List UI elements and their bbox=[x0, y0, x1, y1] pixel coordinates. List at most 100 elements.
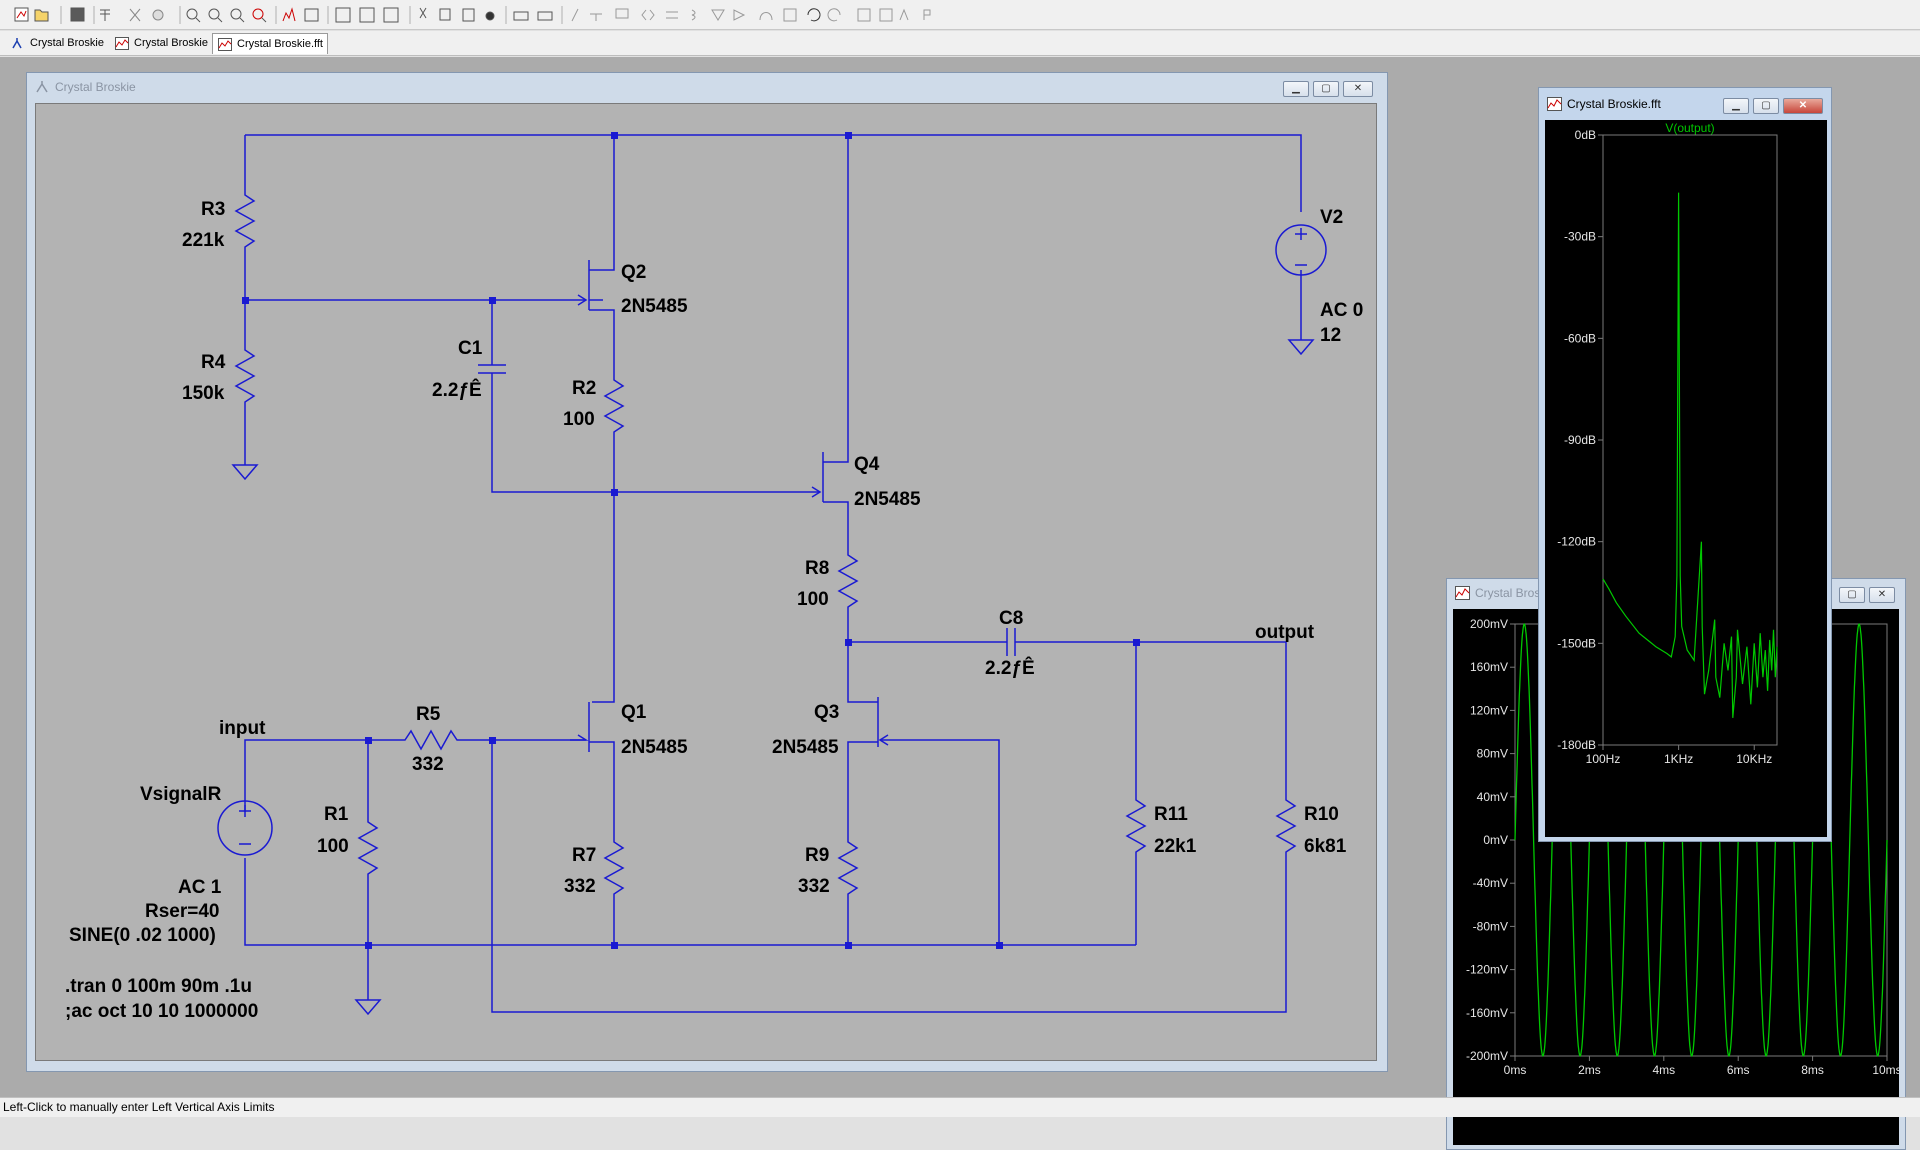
wire-icon[interactable] bbox=[571, 8, 579, 22]
tab-schematic[interactable]: Crystal Broskie bbox=[6, 33, 106, 54]
cut-icon[interactable] bbox=[419, 7, 427, 19]
c1-value: 2.2ƒÊ bbox=[432, 379, 482, 401]
x-tick-label: 4ms bbox=[1652, 1063, 1675, 1077]
text-icon[interactable] bbox=[899, 8, 909, 21]
ground-icon[interactable] bbox=[590, 13, 602, 21]
v2-source[interactable] bbox=[1275, 224, 1327, 276]
close-button[interactable]: ✕ bbox=[1869, 587, 1895, 603]
v2-ac: AC 0 bbox=[1320, 300, 1363, 321]
cascade-icon[interactable] bbox=[359, 7, 375, 23]
fft-trace bbox=[1602, 192, 1778, 718]
y-tick-label: 80mV bbox=[1477, 747, 1508, 761]
v2-dc: 12 bbox=[1320, 325, 1341, 346]
y-tick-label: 40mV bbox=[1477, 790, 1508, 804]
waveform-icon bbox=[115, 37, 129, 50]
x-tick-label: 10KHz bbox=[1736, 752, 1772, 766]
q3-label: Q3 bbox=[814, 702, 839, 723]
schematic-canvas[interactable]: R3 221k R4 150k Q2 2N5485 C1 2.2ƒÊ R2 10… bbox=[35, 103, 1377, 1061]
spice-directive-icon[interactable] bbox=[923, 9, 931, 20]
r11-value: 22k1 bbox=[1154, 836, 1197, 857]
c1-label: C1 bbox=[458, 338, 483, 359]
copy-icon[interactable] bbox=[439, 8, 451, 21]
print-icon[interactable] bbox=[513, 11, 529, 21]
y-tick-label: -200mV bbox=[1466, 1049, 1508, 1063]
new-schematic-icon[interactable] bbox=[14, 7, 29, 22]
waveform-chart: 200mV160mV120mV80mV40mV0mV-40mV-80mV-120… bbox=[1466, 617, 1902, 1077]
vsignal-rser: Rser=40 bbox=[145, 901, 219, 922]
maximize-button[interactable]: ▢ bbox=[1839, 587, 1865, 603]
q4-value: 2N5485 bbox=[854, 489, 921, 510]
paste-icon[interactable] bbox=[462, 8, 475, 22]
status-text: Left-Click to manually enter Left Vertic… bbox=[3, 1100, 275, 1114]
component-icon[interactable] bbox=[733, 9, 746, 21]
status-bar: Left-Click to manually enter Left Vertic… bbox=[0, 1097, 1920, 1117]
document-tabs: Crystal Broskie Crystal Broskie Crystal … bbox=[0, 31, 1920, 56]
y-tick-label: 120mV bbox=[1470, 703, 1508, 717]
halt-icon[interactable] bbox=[152, 9, 164, 21]
fft-window[interactable]: Crystal Broskie.fft ▁ ▢ ✕ V(output)0dB-3… bbox=[1538, 87, 1832, 842]
vsignal-sine: SINE(0 .02 1000) bbox=[69, 925, 216, 946]
redo-icon[interactable] bbox=[827, 8, 841, 22]
y-tick-label: -90dB bbox=[1564, 433, 1596, 447]
q2-label: Q2 bbox=[621, 262, 646, 283]
window-title-text: Crystal Broskie bbox=[55, 80, 136, 94]
move-icon[interactable] bbox=[759, 12, 773, 21]
find-icon[interactable] bbox=[485, 11, 495, 21]
input-net-label: input bbox=[219, 718, 266, 739]
waveform-icon bbox=[1455, 586, 1470, 600]
label-icon[interactable] bbox=[615, 8, 629, 19]
control-panel-icon[interactable] bbox=[100, 9, 110, 21]
tab-fft[interactable]: Crystal Broskie.fft bbox=[212, 33, 328, 54]
fft-chart: V(output)0dB-30dB-60dB-90dB-120dB-150dB-… bbox=[1557, 121, 1778, 766]
x-tick-label: 1KHz bbox=[1664, 752, 1693, 766]
window-title: Crystal Broskie bbox=[35, 73, 136, 101]
diode-icon[interactable] bbox=[711, 9, 725, 21]
r10-label: R10 bbox=[1304, 804, 1339, 825]
print-setup-icon[interactable] bbox=[537, 11, 553, 21]
inductor-icon[interactable] bbox=[691, 9, 696, 21]
fft-plot[interactable]: V(output)0dB-30dB-60dB-90dB-120dB-150dB-… bbox=[1545, 120, 1827, 837]
maximize-button[interactable]: ▢ bbox=[1313, 81, 1339, 97]
q2-value: 2N5485 bbox=[621, 296, 688, 317]
mirror-icon[interactable] bbox=[879, 8, 893, 22]
rotate-icon[interactable] bbox=[857, 8, 871, 22]
y-tick-label: -160mV bbox=[1466, 1006, 1508, 1020]
r4-value: 150k bbox=[182, 383, 225, 404]
x-tick-label: 8ms bbox=[1801, 1063, 1824, 1077]
autorange-icon[interactable] bbox=[282, 7, 296, 22]
save-icon[interactable] bbox=[70, 7, 85, 22]
run-icon[interactable] bbox=[129, 8, 141, 22]
capacitor-icon[interactable] bbox=[666, 11, 678, 19]
minimize-button[interactable]: ▁ bbox=[1283, 81, 1309, 97]
y-tick-label: -80mV bbox=[1473, 919, 1508, 933]
r3-label: R3 bbox=[201, 199, 225, 220]
minimize-button[interactable]: ▁ bbox=[1723, 98, 1749, 114]
undo-icon[interactable] bbox=[807, 8, 821, 22]
open-icon[interactable] bbox=[34, 9, 49, 22]
r8-label: R8 bbox=[805, 558, 829, 579]
zoom-cancel-icon[interactable] bbox=[252, 8, 264, 20]
close-button[interactable]: ✕ bbox=[1783, 98, 1823, 114]
ac-directive[interactable]: ;ac oct 10 10 1000000 bbox=[65, 1001, 258, 1022]
zoom-fit-icon[interactable] bbox=[208, 8, 220, 20]
y-tick-label: -180dB bbox=[1557, 738, 1596, 752]
tab-waveform[interactable]: Crystal Broskie bbox=[110, 33, 210, 54]
maximize-button[interactable]: ▢ bbox=[1753, 98, 1779, 114]
zoom-in-icon[interactable] bbox=[186, 8, 198, 20]
drag-icon[interactable] bbox=[783, 8, 797, 22]
tile-horizontal-icon[interactable] bbox=[335, 7, 351, 23]
x-tick-label: 100Hz bbox=[1586, 752, 1621, 766]
tran-directive[interactable]: .tran 0 100m 90m .1u bbox=[65, 976, 252, 997]
vsignal-source[interactable] bbox=[217, 800, 273, 856]
schematic-window[interactable]: Crystal Broskie ▁ ▢ ✕ bbox=[26, 72, 1388, 1072]
r1-value: 100 bbox=[317, 836, 349, 857]
tile-vertical-icon[interactable] bbox=[383, 7, 399, 23]
resistor-icon[interactable] bbox=[641, 9, 655, 21]
y-tick-label: 0dB bbox=[1575, 128, 1596, 142]
x-tick-label: 6ms bbox=[1727, 1063, 1750, 1077]
grid-icon[interactable] bbox=[304, 8, 319, 22]
toolbar-icons bbox=[14, 6, 931, 24]
zoom-out-icon[interactable] bbox=[230, 8, 242, 20]
close-button[interactable]: ✕ bbox=[1343, 81, 1373, 97]
r1-label: R1 bbox=[324, 804, 349, 825]
